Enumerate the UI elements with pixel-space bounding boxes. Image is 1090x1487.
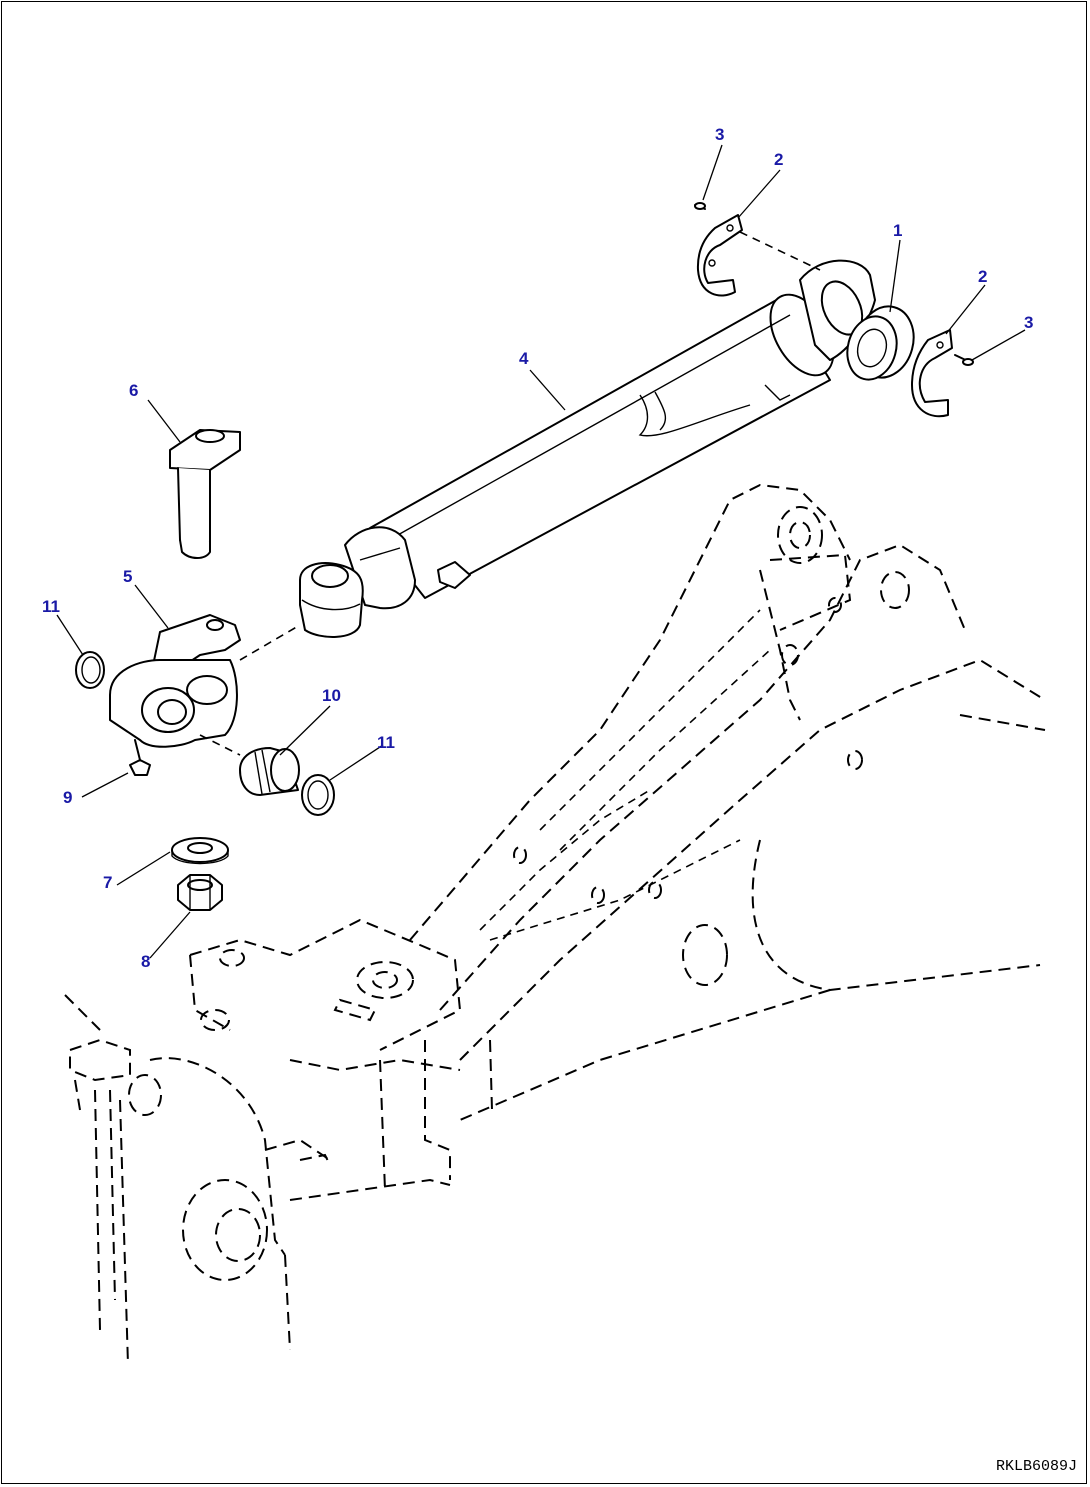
callout-1: 1 — [893, 221, 902, 240]
callout-9: 9 — [63, 788, 72, 807]
snap-ring-right — [301, 774, 335, 816]
callout-8: 8 — [141, 952, 150, 971]
callout-11-right: 11 — [377, 733, 395, 752]
washer — [171, 837, 229, 865]
drawing-code: RKLB6089J — [996, 1458, 1077, 1475]
loader-frame-phantom — [64, 483, 1046, 1366]
callout-7: 7 — [103, 873, 112, 892]
hydraulic-cylinder — [299, 259, 876, 638]
pin — [169, 429, 241, 559]
bushing-head — [846, 305, 915, 381]
callout-10: 10 — [322, 686, 341, 705]
callout-3-lower: 3 — [1024, 313, 1033, 332]
callout-labels: 1 2 2 3 3 4 6 5 7 8 9 10 11 11 — [42, 125, 1033, 971]
callout-3-upper: 3 — [715, 125, 724, 144]
retainer-plate-upper — [694, 202, 821, 297]
nut — [177, 874, 223, 911]
link — [109, 614, 301, 776]
callout-4: 4 — [519, 349, 529, 368]
callout-5: 5 — [123, 567, 132, 586]
snap-ring-left — [75, 651, 105, 689]
callout-11-left: 11 — [42, 597, 60, 616]
leader-lines — [56, 144, 1026, 959]
callout-2-lower: 2 — [978, 267, 987, 286]
callout-2-upper: 2 — [774, 150, 783, 169]
callout-5-pin: 6 — [129, 381, 138, 400]
retainer-plate-lower — [911, 329, 974, 418]
bushing-link — [239, 747, 300, 796]
